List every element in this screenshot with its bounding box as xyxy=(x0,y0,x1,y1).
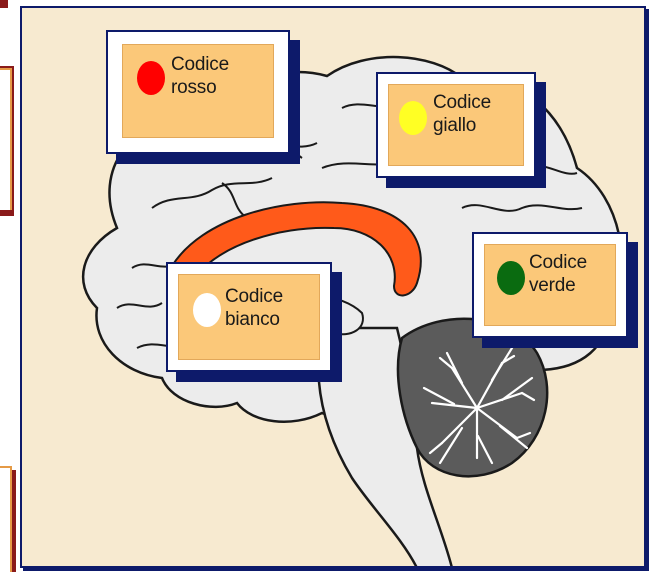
card-verde-line1: Codice xyxy=(529,251,587,274)
slide-frame: Codice rosso Codice giallo C xyxy=(20,6,646,568)
green-dot-icon xyxy=(497,261,525,295)
left-orange-tab-top xyxy=(0,68,12,210)
card-verde-line2: verde xyxy=(529,274,587,297)
card-codice-bianco: Codice bianco xyxy=(166,262,332,372)
left-orange-tab-bottom xyxy=(0,466,12,572)
card-rosso-line1: Codice xyxy=(171,53,229,76)
white-dot-icon xyxy=(193,293,221,327)
card-codice-verde: Codice verde xyxy=(472,232,628,338)
card-verde-label: Codice verde xyxy=(529,251,587,297)
card-bianco-label: Codice bianco xyxy=(225,285,283,331)
card-codice-rosso: Codice rosso xyxy=(106,30,290,154)
red-dot-icon xyxy=(137,61,165,95)
left-red-bar-top xyxy=(0,0,8,8)
card-giallo-label: Codice giallo xyxy=(433,91,491,137)
card-bianco-line1: Codice xyxy=(225,285,283,308)
card-rosso-label: Codice rosso xyxy=(171,53,229,99)
yellow-dot-icon xyxy=(399,101,427,135)
card-giallo-line1: Codice xyxy=(433,91,491,114)
card-bianco-line2: bianco xyxy=(225,308,283,331)
card-codice-giallo: Codice giallo xyxy=(376,72,536,178)
card-giallo-line2: giallo xyxy=(433,114,491,137)
card-rosso-line2: rosso xyxy=(171,76,229,99)
